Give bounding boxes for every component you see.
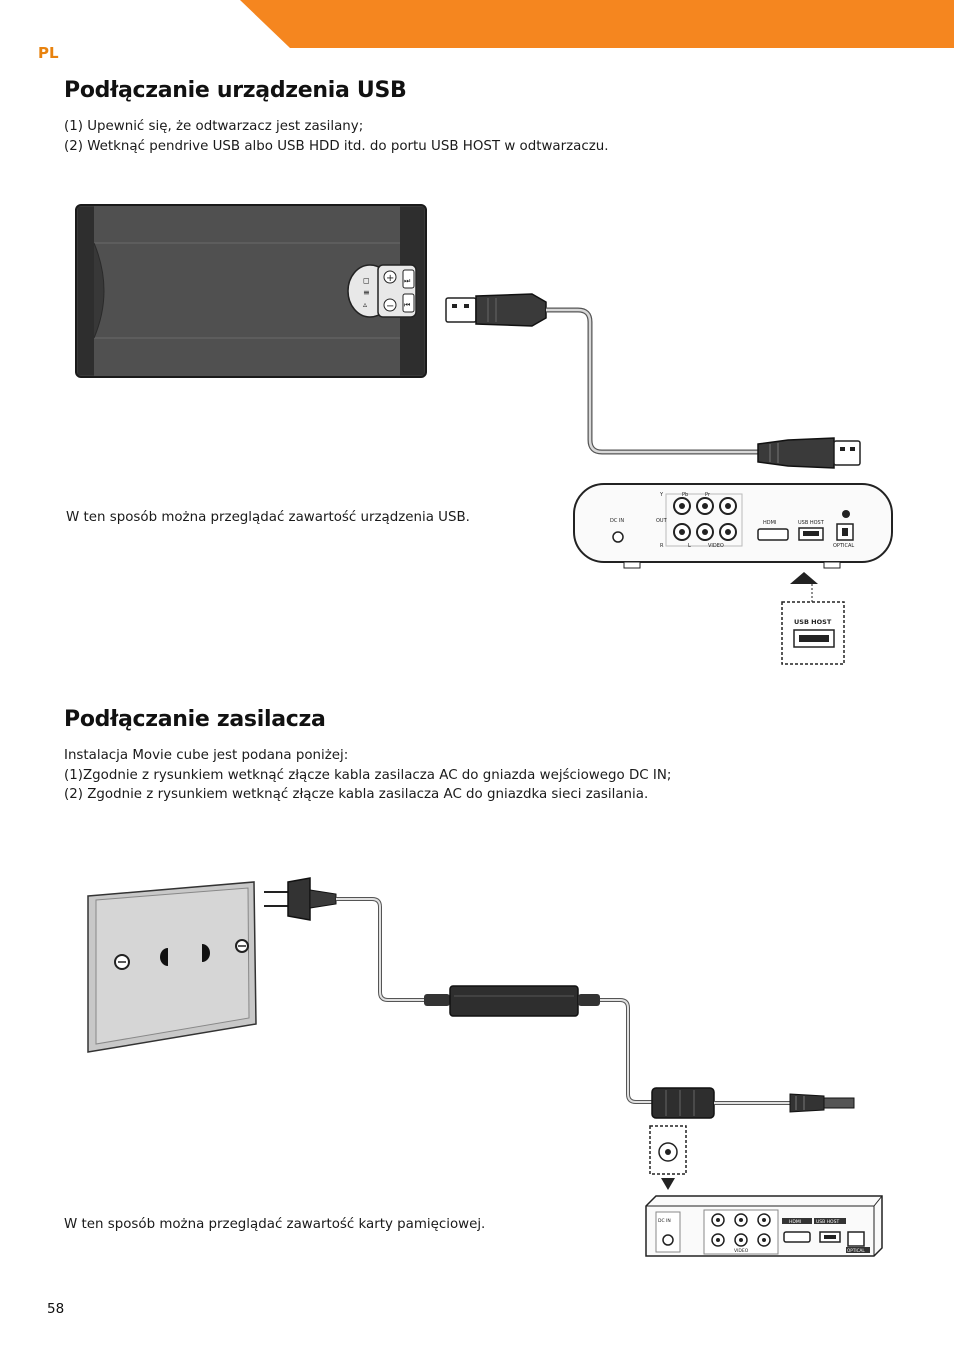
power-intro: Instalacja Movie cube jest podana poniże…: [64, 748, 349, 763]
usb-hdd-illustration: ◻ ≡ ▵ + − ⏭ ⏮: [75, 204, 427, 378]
dcin-zoom-illustration: [649, 1125, 687, 1190]
usb-cable-illustration: [445, 293, 861, 469]
power-step-1: (1)Zgodnie z rysunkiem wetknąć złącze ka…: [64, 767, 672, 783]
usb-zoom-label: USB HOST: [794, 618, 832, 626]
usb-player-label-r: R: [660, 543, 664, 549]
usb-player-rear-illustration: DC IN Y Pb Pr OUT R L VIDEO HDMI USB HOS…: [573, 483, 893, 665]
power-player-label-usbhost: USB HOST: [816, 1219, 839, 1225]
hdd-button-prev: ⏮: [404, 301, 410, 309]
hdd-button-stop: ◻: [363, 276, 370, 285]
usb-steps: (1) Upewnić się, że odtwarzacz jest zasi…: [64, 117, 609, 156]
power-instructions: Instalacja Movie cube jest podana poniże…: [64, 746, 671, 805]
usb-caption: W ten sposób można przeglądać zawartość …: [66, 510, 470, 525]
hdd-button-next: ⏭: [404, 277, 411, 285]
power-player-rear-illustration: DC IN VIDEO HDMI USB HOST OPTICAL: [645, 1195, 883, 1257]
usb-player-label-dcin: DC IN: [610, 518, 624, 524]
hdd-button-menu: ≡: [363, 288, 370, 297]
usb-player-label-hdmi: HDMI: [763, 520, 776, 526]
usb-player-label-pr: Pr: [705, 492, 711, 498]
usb-player-label-out: OUT: [656, 518, 668, 524]
ac-adapter-illustration: [264, 877, 855, 1119]
hdd-button-eject: ▵: [363, 300, 367, 309]
usb-player-label-pb: Pb: [682, 492, 688, 498]
power-section-title: Podłączanie zasilacza: [64, 707, 326, 732]
usb-step-1: (1) Upewnić się, że odtwarzacz jest zasi…: [64, 119, 364, 134]
usb-player-label-video: VIDEO: [708, 543, 724, 549]
power-player-label-dcin: DC IN: [658, 1218, 671, 1224]
usb-section-title: Podłączanie urządzenia USB: [64, 78, 407, 103]
header-accent-band: [240, 0, 954, 48]
power-caption: W ten sposób można przeglądać zawartość …: [64, 1217, 486, 1232]
power-player-label-optical: OPTICAL: [847, 1248, 865, 1253]
hdd-button-plus: +: [386, 273, 394, 284]
language-code: PL: [38, 44, 59, 62]
usb-player-label-usbhost: USB HOST: [798, 520, 825, 526]
usb-step-2: (2) Wetknąć pendrive USB albo USB HDD it…: [64, 138, 609, 154]
page-number: 58: [47, 1301, 65, 1317]
wall-socket-illustration: [87, 881, 257, 1053]
usb-player-label-optical: OPTICAL: [833, 543, 854, 549]
hdd-button-minus: −: [386, 301, 394, 312]
power-player-label-hdmi: HDMI: [789, 1219, 801, 1225]
usb-player-label-l: L: [688, 543, 691, 549]
usb-player-label-y: Y: [659, 492, 664, 498]
power-step-2: (2) Zgodnie z rysunkiem wetknąć złącze k…: [64, 787, 649, 802]
power-player-label-video: VIDEO: [734, 1248, 749, 1254]
